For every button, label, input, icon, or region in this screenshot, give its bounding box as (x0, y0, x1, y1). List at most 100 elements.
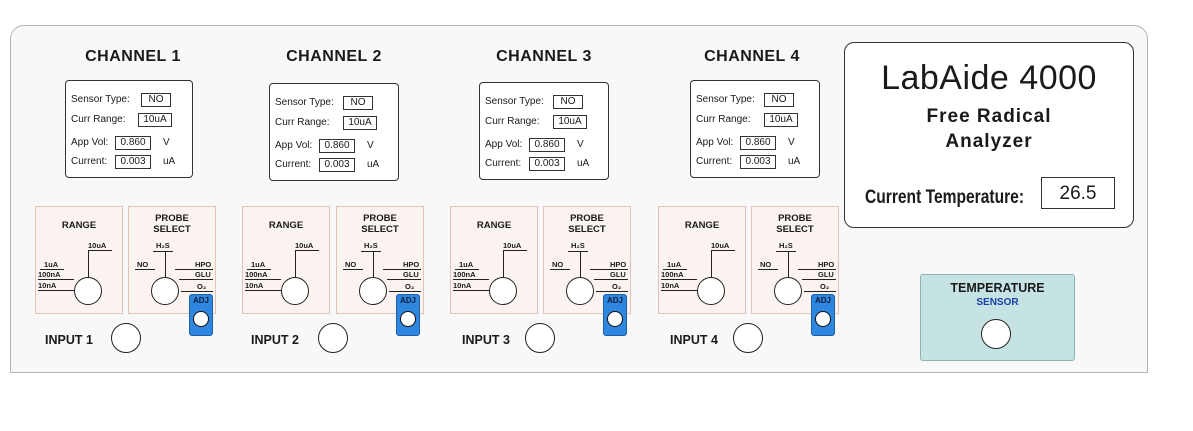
probe-title-2: SELECT (568, 224, 606, 235)
channel-2: CHANNEL 2 Sensor Type: NO Curr Range: 10… (232, 26, 432, 376)
probe-o2-label: O₂ (197, 282, 207, 291)
temperature-value: 26.5 (1041, 177, 1115, 209)
adj-button[interactable]: ADJ (189, 294, 213, 336)
probe-h2s-label: H₂S (571, 241, 585, 250)
range-10ua-label: 10uA (295, 241, 314, 250)
probe-h2s-label: H₂S (364, 241, 378, 250)
probe-selector: PROBE SELECT H₂S NO HPO GLU O₂ (751, 206, 839, 314)
current-label: Current: (696, 156, 733, 167)
temperature-sensor-subtitle: SENSOR (976, 297, 1019, 308)
volt-unit: V (788, 137, 795, 148)
range-title: RANGE (268, 220, 304, 231)
range-10ua-label: 10uA (711, 241, 730, 250)
probe-title-2: SELECT (361, 224, 399, 235)
device-brand: LabAide 4000 (881, 59, 1097, 97)
probe-no-label: NO (137, 260, 149, 269)
curr-range-label: Curr Range: (71, 114, 126, 125)
probe-title-1: PROBE (363, 213, 397, 224)
input-jack[interactable] (318, 323, 348, 353)
range-selector: RANGE 10uA 1uA 100nA 10nA (35, 206, 123, 314)
device-info-display: LabAide 4000 Free Radical Analyzer Curre… (844, 42, 1134, 228)
input-label: INPUT 3 (462, 333, 510, 347)
channel-readout: Sensor Type: NO Curr Range: 10uA App Vol… (269, 83, 399, 181)
input-jack[interactable] (733, 323, 763, 353)
current-unit: uA (367, 159, 380, 170)
sensor-type-value: NO (764, 93, 794, 107)
app-vol-label: App Vol: (696, 137, 734, 148)
range-knob[interactable] (281, 277, 309, 305)
sensor-type-value: NO (553, 95, 583, 109)
adj-knob (193, 311, 209, 327)
probe-glu-label: GLU (403, 270, 419, 279)
range-title: RANGE (684, 220, 720, 231)
range-10na-label: 10nA (453, 281, 472, 290)
volt-unit: V (367, 140, 374, 151)
curr-range-value: 10uA (764, 113, 798, 127)
sensor-type-label: Sensor Type: (696, 94, 755, 105)
app-vol-value: 0.860 (740, 136, 776, 150)
current-label: Current: (485, 158, 522, 169)
range-selector: RANGE 10uA 1uA 100nA 10nA (450, 206, 538, 314)
adj-label: ADJ (606, 296, 623, 305)
range-10na-label: 10nA (245, 281, 264, 290)
probe-o2-label: O₂ (612, 282, 622, 291)
probe-glu-label: GLU (195, 270, 211, 279)
probe-no-label: NO (760, 260, 772, 269)
probe-title-1: PROBE (155, 213, 189, 224)
input-jack[interactable] (111, 323, 141, 353)
temperature-label: Current Temperature: (865, 187, 1025, 208)
curr-range-value: 10uA (553, 115, 587, 129)
app-vol-label: App Vol: (71, 137, 109, 148)
sensor-type-value: NO (343, 96, 373, 110)
range-100na-label: 100nA (661, 270, 684, 279)
channel-readout: Sensor Type: NO Curr Range: 10uA App Vol… (65, 80, 193, 178)
current-value: 0.003 (529, 157, 565, 171)
volt-unit: V (163, 137, 170, 148)
temperature-sensor-title: TEMPERATURE (950, 281, 1045, 295)
range-1ua-label: 1uA (667, 260, 682, 269)
volt-unit: V (577, 139, 584, 150)
channel-3: CHANNEL 3 Sensor Type: NO Curr Range: 10… (439, 26, 639, 376)
app-vol-value: 0.860 (319, 139, 355, 153)
adj-button[interactable]: ADJ (396, 294, 420, 336)
probe-hpo-label: HPO (818, 260, 835, 269)
curr-range-value: 10uA (138, 113, 172, 127)
sensor-type-label: Sensor Type: (71, 94, 130, 105)
range-knob[interactable] (697, 277, 725, 305)
probe-knob[interactable] (774, 277, 802, 305)
adj-button[interactable]: ADJ (811, 294, 835, 336)
range-10ua-label: 10uA (503, 241, 522, 250)
range-1ua-label: 1uA (44, 260, 59, 269)
adj-knob (607, 311, 623, 327)
range-100na-label: 100nA (38, 270, 61, 279)
range-10na-label: 10nA (38, 281, 57, 290)
probe-o2-label: O₂ (405, 282, 415, 291)
channel-readout: Sensor Type: NO Curr Range: 10uA App Vol… (479, 82, 609, 180)
app-vol-value: 0.860 (529, 138, 565, 152)
probe-h2s-label: H₂S (779, 241, 793, 250)
current-value: 0.003 (319, 158, 355, 172)
range-1ua-label: 1uA (459, 260, 474, 269)
curr-range-value: 10uA (343, 116, 377, 130)
input-jack[interactable] (525, 323, 555, 353)
range-10ua-label: 10uA (88, 241, 107, 250)
probe-o2-label: O₂ (820, 282, 830, 291)
temperature-sensor-jack[interactable] (981, 319, 1011, 349)
sensor-type-label: Sensor Type: (485, 96, 544, 107)
probe-knob[interactable] (359, 277, 387, 305)
input-label: INPUT 4 (670, 333, 718, 347)
channel-4: CHANNEL 4 Sensor Type: NO Curr Range: 10… (647, 26, 847, 376)
adj-label: ADJ (192, 296, 209, 305)
probe-knob[interactable] (151, 277, 179, 305)
adj-button[interactable]: ADJ (603, 294, 627, 336)
range-100na-label: 100nA (245, 270, 268, 279)
adj-label: ADJ (814, 296, 831, 305)
adj-label: ADJ (399, 296, 416, 305)
range-knob[interactable] (74, 277, 102, 305)
input-label: INPUT 2 (251, 333, 299, 347)
probe-knob[interactable] (566, 277, 594, 305)
probe-selector: PROBE SELECT H₂S NO HPO GLU O₂ (336, 206, 424, 314)
temperature-sensor-panel: TEMPERATURE SENSOR (920, 274, 1075, 361)
probe-title-1: PROBE (778, 213, 812, 224)
range-knob[interactable] (489, 277, 517, 305)
